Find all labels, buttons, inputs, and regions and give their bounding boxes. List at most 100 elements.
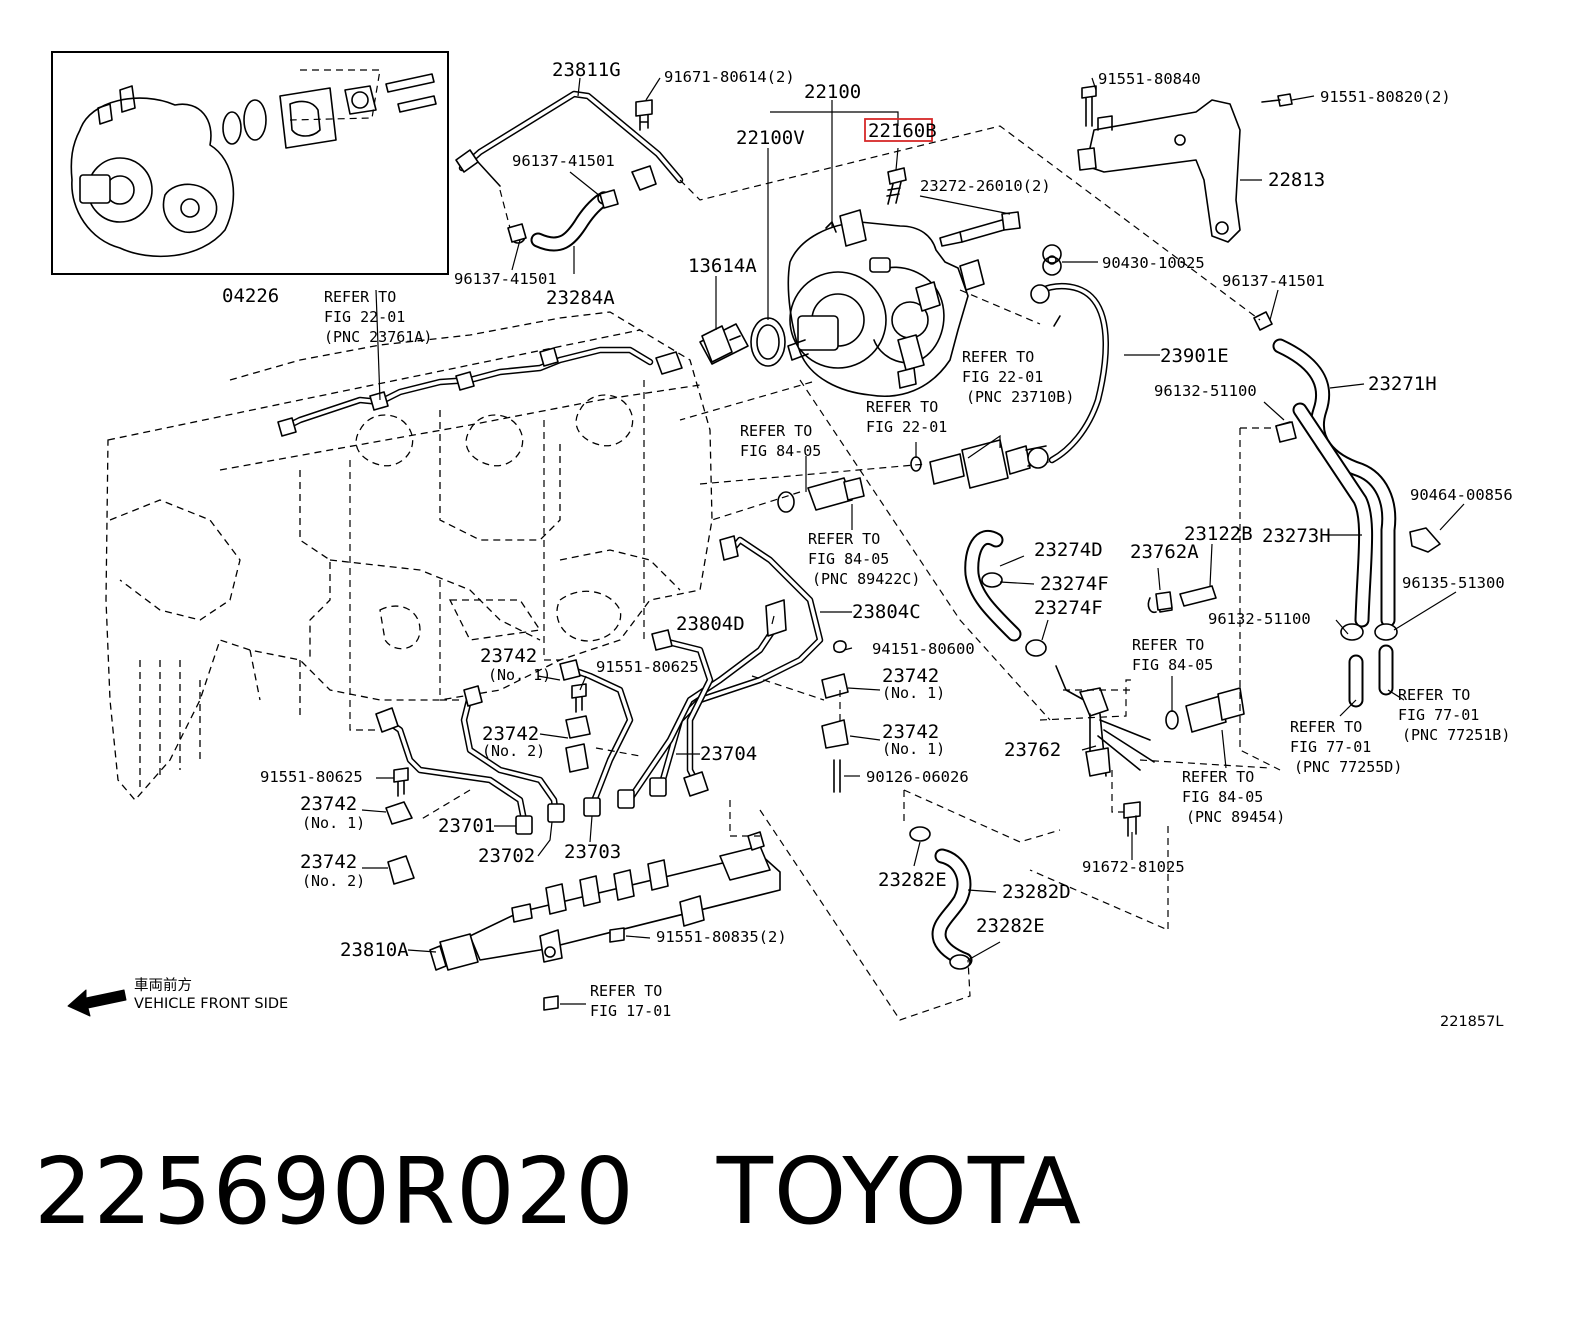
svg-text:(PNC 77255D): (PNC 77255D) [1294, 758, 1402, 776]
highlight-box [864, 118, 933, 142]
part-label: 96137-41501 [512, 152, 615, 170]
part-label: 23742 [482, 723, 539, 745]
pipe-23901E [1030, 282, 1109, 464]
misc-small-parts [507, 189, 1297, 611]
ref-note: REFER TO FIG 17-01 [590, 982, 671, 1020]
fuel-sensor [910, 439, 1049, 489]
svg-text:FIG 22-01: FIG 22-01 [866, 418, 947, 436]
part-label: 23282E [878, 869, 947, 891]
sub-label: (No. 2) [482, 742, 545, 760]
svg-text:(PNC 89422C): (PNC 89422C) [812, 570, 920, 588]
ref-note: REFER TO FIG 84-05 (PNC 89422C) [808, 530, 920, 588]
pipe-23761A [277, 346, 654, 437]
svg-text:FIG 84-05: FIG 84-05 [1132, 656, 1213, 674]
part-label: 23274F [1040, 573, 1109, 595]
clamp-23742 [385, 640, 849, 885]
part-label: 23122B [1184, 523, 1253, 545]
part-label: 13614A [688, 255, 757, 277]
part-label: 23271H [1368, 373, 1437, 395]
hose-23282D [909, 826, 973, 970]
part-label: 04226 [222, 285, 279, 307]
bolt-22160B [886, 167, 907, 205]
part-label: 23274D [1034, 539, 1103, 561]
part-label: 96137-41501 [454, 270, 557, 288]
ref-note: REFER TO FIG 84-05 [740, 422, 821, 460]
part-label: 23702 [478, 845, 535, 867]
part-number: 225690R020 [34, 1138, 635, 1245]
part-label: 23742 [882, 721, 939, 743]
front-note-jp: 車両前方 [134, 977, 192, 994]
part-labels: 23811G 91671-80614(2) 96137-41501 96137-… [260, 59, 1513, 961]
part-label: 23701 [438, 815, 495, 837]
common-rail-23810A [429, 831, 781, 1011]
part-label: 91551-80625 [260, 768, 363, 786]
svg-text:REFER TO: REFER TO [808, 530, 880, 548]
part-label: 22100 [804, 81, 861, 103]
solid-leaders [361, 77, 1465, 1005]
svg-text:FIG 84-05: FIG 84-05 [740, 442, 821, 460]
valve-23762 [1055, 665, 1155, 777]
part-label: 91551-80835(2) [656, 928, 787, 946]
svg-text:REFER TO: REFER TO [962, 348, 1034, 366]
ref-note: REFER TO FIG 22-01 [866, 398, 947, 436]
part-label: 23762 [1004, 739, 1061, 761]
left-arrow-icon [67, 989, 127, 1017]
svg-text:REFER TO: REFER TO [740, 422, 812, 440]
part-label: 22813 [1268, 169, 1325, 191]
highlighted-part-label: 22160B [868, 120, 937, 142]
part-label: 91551-80625 [596, 658, 699, 676]
parts-diagram: 04226 [51, 51, 1513, 1030]
sub-label: (No. 1) [488, 666, 551, 684]
part-label: 23272-26010(2) [920, 177, 1051, 195]
part-label: 91551-80840 [1098, 70, 1201, 88]
front-note-en: VEHICLE FRONT SIDE [134, 996, 288, 1012]
hose-23274D [964, 530, 1047, 657]
svg-text:REFER TO: REFER TO [866, 398, 938, 416]
svg-text:FIG 17-01: FIG 17-01 [590, 1002, 671, 1020]
svg-text:FIG 77-01: FIG 77-01 [1398, 706, 1479, 724]
part-label: 23742 [300, 793, 357, 815]
part-label: 96137-41501 [1222, 272, 1325, 290]
reference-notes: REFER TO FIG 22-01 (PNC 23761A) REFER TO… [324, 288, 1510, 1020]
ref-note: REFER TO FIG 84-05 [1132, 636, 1213, 674]
part-label: 91672-81025 [1082, 858, 1185, 876]
part-label: 23804C [852, 601, 921, 623]
part-label: 23273H [1262, 525, 1331, 547]
part-label: 23811G [552, 59, 621, 81]
bolt-91671 [635, 99, 653, 131]
supply-pump [787, 209, 985, 397]
part-label: 96132-51100 [1208, 610, 1311, 628]
part-label: 23762A [1130, 541, 1199, 563]
part-label: 96135-51300 [1402, 574, 1505, 592]
part-label: 23274F [1034, 597, 1103, 619]
part-label: 22100V [736, 127, 805, 149]
part-label: 23282D [1002, 881, 1071, 903]
svg-text:REFER TO: REFER TO [324, 288, 396, 306]
part-label: 90464-00856 [1410, 486, 1513, 504]
ref-note: REFER TO FIG 77-01 (PNC 77255D) [1290, 718, 1402, 776]
sensor-right [1165, 687, 1245, 733]
svg-text:REFER TO: REFER TO [1398, 686, 1470, 704]
gasket-90430 [1042, 244, 1062, 276]
brand-name: TOYOTA [716, 1138, 1082, 1245]
part-label: 91551-80820(2) [1320, 88, 1451, 106]
part-label: 23810A [340, 939, 409, 961]
part-label: 23742 [480, 645, 537, 667]
svg-text:REFER TO: REFER TO [1182, 768, 1254, 786]
svg-text:REFER TO: REFER TO [1132, 636, 1204, 654]
engine-outline [105, 311, 713, 801]
svg-text:FIG 84-05: FIG 84-05 [1182, 788, 1263, 806]
dashed-guides [349, 125, 1281, 1021]
bracket-22813 [1077, 85, 1293, 243]
part-label: 90126-06026 [866, 768, 969, 786]
part-label: 94151-80600 [872, 640, 975, 658]
part-label: 91671-80614(2) [664, 68, 795, 86]
svg-text:(PNC 77251B): (PNC 77251B) [1402, 726, 1510, 744]
part-label: 90430-10025 [1102, 254, 1205, 272]
sub-labels: (No. 1) (No. 2) (No. 1) (No. 1) (No. 1) … [302, 666, 945, 890]
svg-text:(PNC 23761A): (PNC 23761A) [324, 328, 432, 346]
svg-text:REFER TO: REFER TO [590, 982, 662, 1000]
part-label: 23703 [564, 841, 621, 863]
svg-text:(PNC 23710B): (PNC 23710B) [966, 388, 1074, 406]
ref-note: REFER TO FIG 22-01 (PNC 23761A) [324, 288, 432, 346]
